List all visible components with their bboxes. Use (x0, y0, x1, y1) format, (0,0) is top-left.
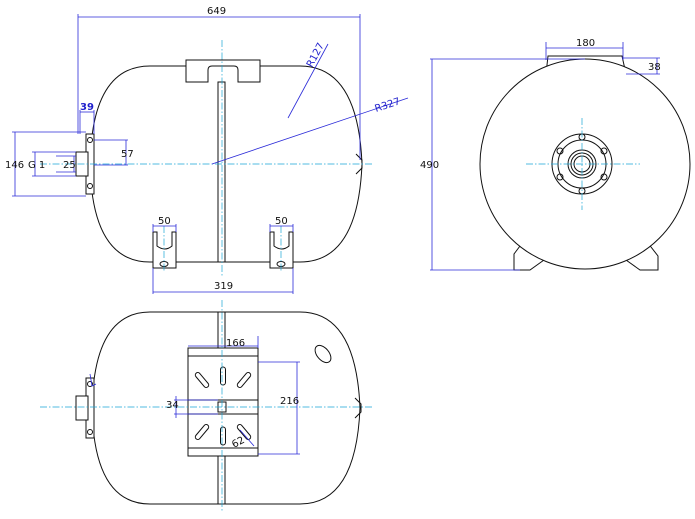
dim-plate-length: 216 (280, 396, 299, 407)
dim-thread: G 1 (28, 160, 45, 171)
dim-radius-large: R327 (374, 96, 402, 115)
tank-body-top (91, 311, 361, 505)
dim-foot-span: 180 (576, 38, 595, 49)
foot-right (269, 231, 294, 269)
dim-overall-length: 649 (207, 6, 226, 17)
foot-left (152, 231, 177, 269)
top-opening (314, 344, 332, 364)
dim-port-length: 25 (63, 160, 76, 171)
end-view: 180 38 490 (420, 38, 691, 271)
dim-radius-small: R127 (305, 41, 327, 69)
flange-bolt (87, 183, 93, 189)
dim-foot-width-left: 50 (158, 216, 171, 227)
dim-foot-height: 38 (648, 62, 661, 73)
side-view: 649 R127 R327 39 57 146 G 1 25 (5, 6, 409, 294)
dim-connection-height: 57 (121, 149, 134, 160)
dim-foot-spacing: 319 (214, 281, 233, 292)
dim-tank-height: 490 (420, 160, 439, 171)
dim-slot: 34 (166, 400, 179, 411)
dim-flange-thickness: 39 (80, 102, 94, 113)
dim-foot-width-right: 50 (275, 216, 288, 227)
mounting-plate (187, 347, 259, 457)
center-seam (217, 81, 226, 263)
dim-port-height: 146 (5, 160, 24, 171)
top-view: 166 216 34 62 (40, 300, 372, 512)
flange-bolt (87, 137, 93, 143)
top-handle (185, 59, 261, 83)
dim-plate-width: 166 (226, 338, 245, 349)
dim-slot-spacing: 62 (230, 435, 246, 451)
tank-body-side (89, 65, 363, 263)
